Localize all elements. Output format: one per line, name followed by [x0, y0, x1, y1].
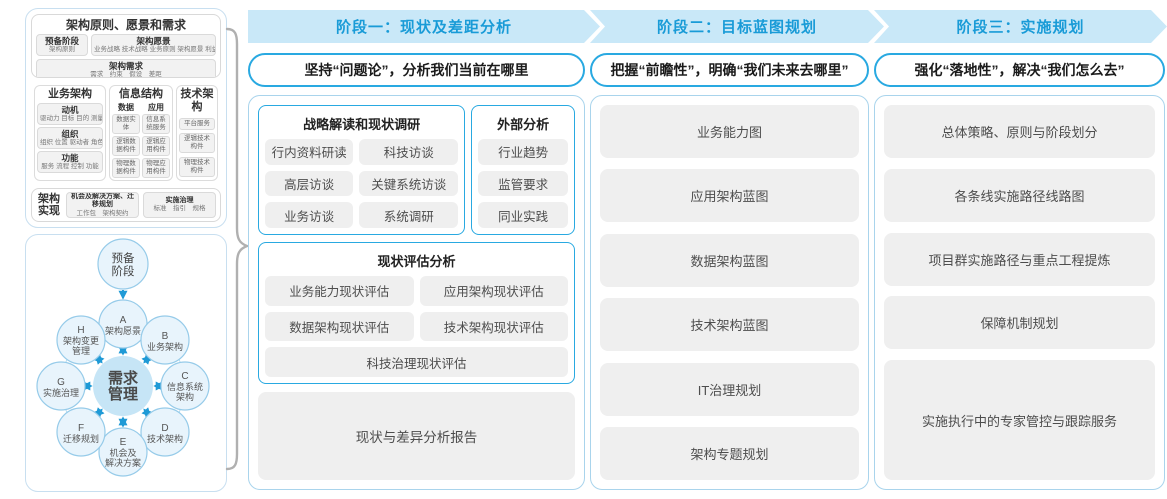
research-item: 业务访谈 — [265, 202, 354, 228]
architecture-requirements-box: 架构需求 需求 约束 假设 差距 — [36, 59, 216, 77]
adm-node-f: F 迁移规划 — [56, 407, 106, 457]
svg-text:A: A — [120, 315, 127, 326]
phase2-item: 架构专题规划 — [600, 426, 859, 480]
phase1-subtitle-box: 坚持“问题论”，分析我们当前在哪里 — [248, 53, 585, 87]
architecture-domains-row: 业务架构 动机 驱动力 目标 目的 测量 组织 组织 位置 驱动者 角色 功能 … — [31, 82, 221, 184]
svg-text:架构变更: 架构变更 — [63, 335, 99, 346]
research-item: 系统调研 — [359, 202, 459, 228]
prep-phase-box: 预备阶段 架构原则 — [36, 34, 88, 56]
phase3-item: 项目群实施路径与重点工程提炼 — [884, 232, 1155, 286]
opportunities-migration-box: 机会及解决方案、迁移规划 工作包 架构契约 — [66, 192, 139, 218]
phase2-item: 业务能力图 — [600, 105, 859, 158]
svg-text:需求: 需求 — [108, 369, 139, 387]
svg-text:架构愿景: 架构愿景 — [105, 325, 141, 336]
organization-box: 组织 组织 位置 驱动者 角色 — [37, 127, 103, 149]
svg-text:信息系统: 信息系统 — [167, 381, 203, 392]
phase2-subtitle-box: 把握“前瞻性”，明确“我们未来去哪里” — [590, 53, 869, 87]
phase3-item: 总体策略、原则与阶段划分 — [884, 105, 1155, 158]
phase3-item: 实施执行中的专家管控与跟踪服务 — [884, 360, 1155, 480]
external-item: 监管要求 — [478, 170, 568, 197]
assessment-item: 应用架构现状评估 — [419, 276, 568, 306]
svg-text:预备: 预备 — [112, 251, 135, 265]
external-item: 同业实践 — [478, 202, 568, 229]
svg-text:B: B — [162, 331, 169, 342]
phase2-header-text: 阶段二：目标蓝图规划 — [656, 19, 817, 36]
function-box: 功能 服务 流程 控制 功能 — [37, 151, 103, 173]
adm-node-a: A 架构愿景 — [98, 299, 148, 349]
phase3-panel: 总体策略、原则与阶段划分 各条线实施路径线路图 项目群实施路径与重点工程提炼 保… — [874, 95, 1165, 490]
information-structure-group: 信息结构 数据 数据实体 逻辑数据构件 物理数据构件 应用 信息系统服务 逻辑应… — [109, 85, 173, 181]
phase2-item: IT治理规划 — [600, 362, 859, 416]
gap-report-box: 现状与差异分析报告 — [258, 392, 575, 480]
assessment-item: 业务能力现状评估 — [265, 276, 414, 306]
adm-node-g: G 实施治理 — [36, 361, 86, 411]
assessment-item: 数据架构现状评估 — [265, 311, 414, 342]
phase2-column: 阶段二：目标蓝图规划 把握“前瞻性”，明确“我们未来去哪里” 业务能力图 应用架… — [590, 10, 869, 490]
external-analysis-box: 外部分析 行业趋势 监管要求 同业实践 — [471, 105, 575, 235]
adm-node-c: C 信息系统 架构 — [160, 361, 210, 411]
architecture-content-panel: 架构原则、愿景和需求 预备阶段 架构原则 架构愿景 业务战略 技术战略 业务原则… — [25, 8, 227, 228]
motivation-box: 动机 驱动力 目标 目的 测量 — [37, 103, 103, 125]
phase2-header-band: 阶段二：目标蓝图规划 — [590, 10, 884, 43]
phase3-header-text: 阶段三：实施规划 — [956, 19, 1085, 36]
svg-text:迁移规划: 迁移规划 — [63, 433, 99, 444]
phase3-subtitle-box: 强化“落地性”，解决“我们怎么去” — [874, 53, 1165, 87]
architecture-vision-box: 架构愿景 业务战略 技术战略 业务原则 架构愿景 利益相关者 — [91, 34, 216, 56]
architecture-realization-group: 架构实现 机会及解决方案、迁移规划 工作包 架构契约 实施治理 标准 指引 规格 — [31, 188, 221, 222]
phase1-header-text: 阶段一：现状及差距分析 — [335, 19, 512, 36]
phase2-item: 技术架构蓝图 — [600, 298, 859, 352]
svg-text:解决方案: 解决方案 — [105, 457, 141, 468]
svg-text:H: H — [77, 325, 84, 336]
adm-node-center: 需求 管理 — [93, 356, 153, 416]
research-item: 科技访谈 — [359, 139, 459, 165]
research-item: 行内资料研读 — [265, 139, 354, 165]
phase2-item: 应用架构蓝图 — [600, 169, 859, 223]
external-item: 行业趋势 — [478, 139, 568, 165]
svg-text:F: F — [78, 423, 84, 434]
phase3-column: 阶段三：实施规划 强化“落地性”，解决“我们怎么去” 总体策略、原则与阶段划分 … — [874, 10, 1165, 490]
svg-text:E: E — [120, 437, 127, 448]
assessment-item: 科技治理现状评估 — [265, 347, 568, 377]
svg-text:管理: 管理 — [72, 345, 90, 356]
technology-architecture-group: 技术架构 平台服务 逻辑技术构件 物理技术构件 — [176, 85, 218, 181]
research-box: 战略解读和现状调研 行内资料研读 科技访谈 高层访谈 关键系统访谈 业务访谈 系… — [258, 105, 466, 235]
application-subcolumn: 应用 信息系统服务 逻辑应用构件 物理应用构件 — [142, 103, 170, 178]
vision-requirements-group: 架构原则、愿景和需求 预备阶段 架构原则 架构愿景 业务战略 技术战略 业务原则… — [31, 14, 221, 78]
adm-node-h: H 架构变更 管理 — [56, 315, 106, 365]
phase3-header-band: 阶段三：实施规划 — [874, 10, 1167, 43]
phase3-item: 保障机制规划 — [884, 296, 1155, 350]
panel-title: 架构原则、愿景和需求 — [65, 18, 186, 32]
svg-text:机会及: 机会及 — [109, 447, 136, 458]
phase1-header-band: 阶段一：现状及差距分析 — [248, 10, 600, 43]
brace-connector — [225, 27, 250, 471]
svg-text:阶段: 阶段 — [112, 264, 135, 278]
adm-node-e: E 机会及 解决方案 — [98, 427, 148, 477]
phase3-item: 各条线实施路径线路图 — [884, 168, 1155, 222]
phase1-column: 阶段一：现状及差距分析 坚持“问题论”，分析我们当前在哪里 战略解读和现状调研 … — [248, 10, 585, 490]
research-item: 高层访谈 — [265, 170, 354, 197]
research-item: 关键系统访谈 — [359, 170, 459, 197]
svg-text:业务架构: 业务架构 — [147, 341, 183, 352]
svg-text:技术架构: 技术架构 — [147, 433, 183, 444]
svg-text:架构: 架构 — [176, 391, 194, 402]
svg-text:管理: 管理 — [108, 385, 138, 403]
data-subcolumn: 数据 数据实体 逻辑数据构件 物理数据构件 — [112, 103, 140, 178]
adm-node-prep: 预备 阶段 — [97, 238, 149, 290]
adm-cycle-panel: 预备 阶段 A 架构愿景 B 业务架构 C 信息系统 架构 D 技术架构 — [25, 234, 227, 492]
phase2-panel: 业务能力图 应用架构蓝图 数据架构蓝图 技术架构蓝图 IT治理规划 架构专题规划 — [590, 95, 869, 490]
phase1-panel: 战略解读和现状调研 行内资料研读 科技访谈 高层访谈 关键系统访谈 业务访谈 系… — [248, 95, 585, 490]
svg-text:实施治理: 实施治理 — [43, 387, 79, 398]
implementation-governance-box: 实施治理 标准 指引 规格 — [143, 192, 216, 218]
adm-node-d: D 技术架构 — [140, 407, 190, 457]
assessment-box: 现状评估分析 业务能力现状评估 应用架构现状评估 数据架构现状评估 技术架构现状… — [258, 242, 575, 384]
svg-text:G: G — [57, 377, 65, 388]
phase2-item: 数据架构蓝图 — [600, 233, 859, 287]
svg-text:C: C — [181, 371, 188, 382]
adm-cycle-diagram: 预备 阶段 A 架构愿景 B 业务架构 C 信息系统 架构 D 技术架构 — [36, 238, 210, 477]
business-architecture-group: 业务架构 动机 驱动力 目标 目的 测量 组织 组织 位置 驱动者 角色 功能 … — [34, 85, 106, 181]
svg-text:D: D — [161, 423, 168, 434]
assessment-item: 技术架构现状评估 — [419, 311, 568, 342]
adm-node-b: B 业务架构 — [140, 315, 190, 365]
